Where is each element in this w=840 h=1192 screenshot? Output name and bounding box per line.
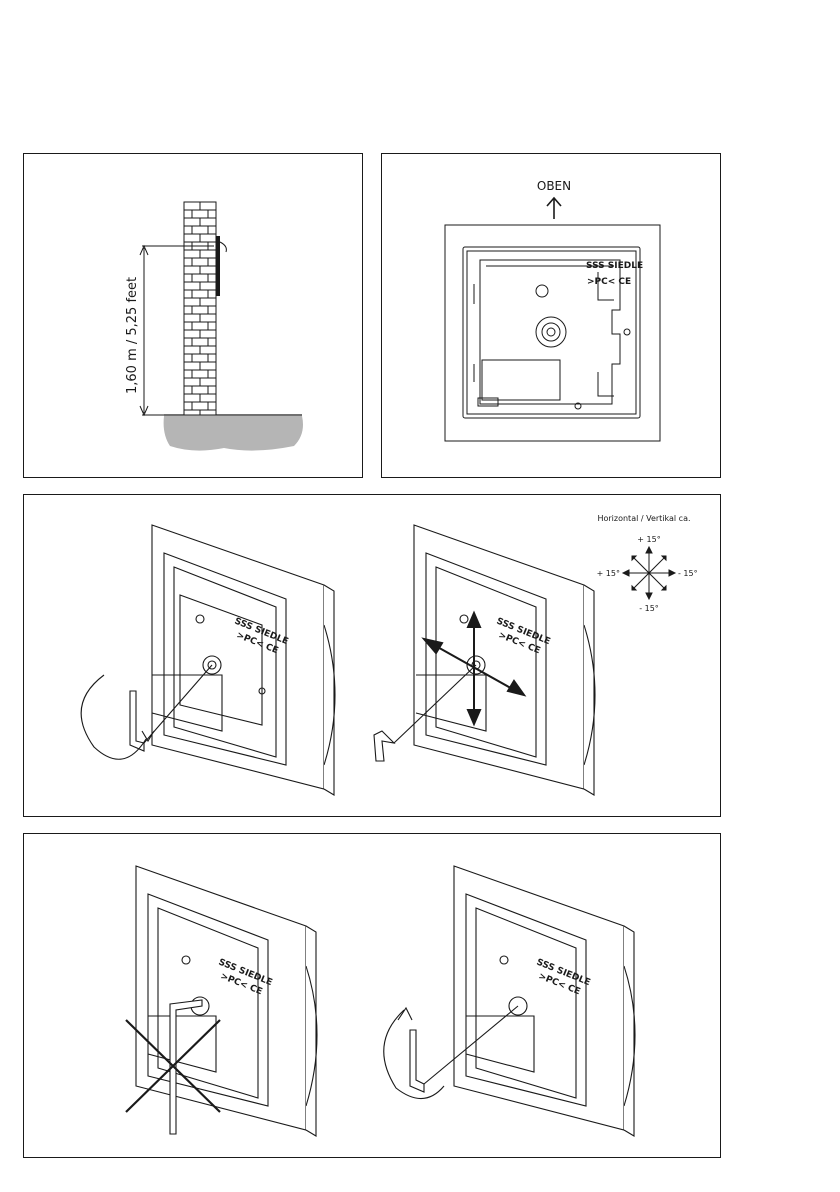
tool-usage-illustration: SSS SIEDLE >PC< CE SSS SIEDLE >PC< CE — [24, 834, 722, 1159]
device-wrong-tool — [136, 866, 317, 1136]
angle-bottom: - 15° — [639, 604, 659, 613]
mounting-height-illustration: 1,60 m / 5,25 feet — [24, 154, 364, 479]
up-arrow-icon — [547, 198, 561, 219]
panel-mounting-height: 1,60 m / 5,25 feet — [23, 153, 363, 478]
ground — [164, 416, 303, 451]
angle-title: Horizontal / Vertikal ca. — [597, 514, 690, 523]
panel-adjustment: SSS SIEDLE >PC< CE SSS SIEDLE >PC< CE — [23, 494, 721, 817]
device-brand: SSS SIEDLE — [586, 261, 643, 271]
device-adjust — [374, 525, 595, 795]
brick-wall — [184, 202, 216, 415]
up-label: OBEN — [537, 179, 571, 193]
device-rotate-out — [384, 866, 635, 1136]
wall-device — [216, 236, 220, 296]
angle-compass-icon — [623, 547, 675, 599]
angle-left: + 15° — [597, 569, 620, 578]
panel-tool-usage: SSS SIEDLE >PC< CE SSS SIEDLE >PC< CE — [23, 833, 721, 1158]
adjustment-illustration: SSS SIEDLE >PC< CE SSS SIEDLE >PC< CE — [24, 495, 722, 818]
angle-right: - 15° — [678, 569, 698, 578]
cover-frame — [445, 225, 660, 441]
device-backplate — [463, 247, 640, 418]
panel-orientation: OBEN SSS SIEDLE >PC< CE — [381, 153, 721, 478]
device-marks: >PC< CE — [587, 277, 631, 287]
angle-top: + 15° — [637, 535, 660, 544]
orientation-illustration: OBEN SSS SIEDLE >PC< CE — [382, 154, 722, 479]
height-label: 1,60 m / 5,25 feet — [125, 277, 140, 394]
device-rotate-in — [81, 525, 335, 795]
